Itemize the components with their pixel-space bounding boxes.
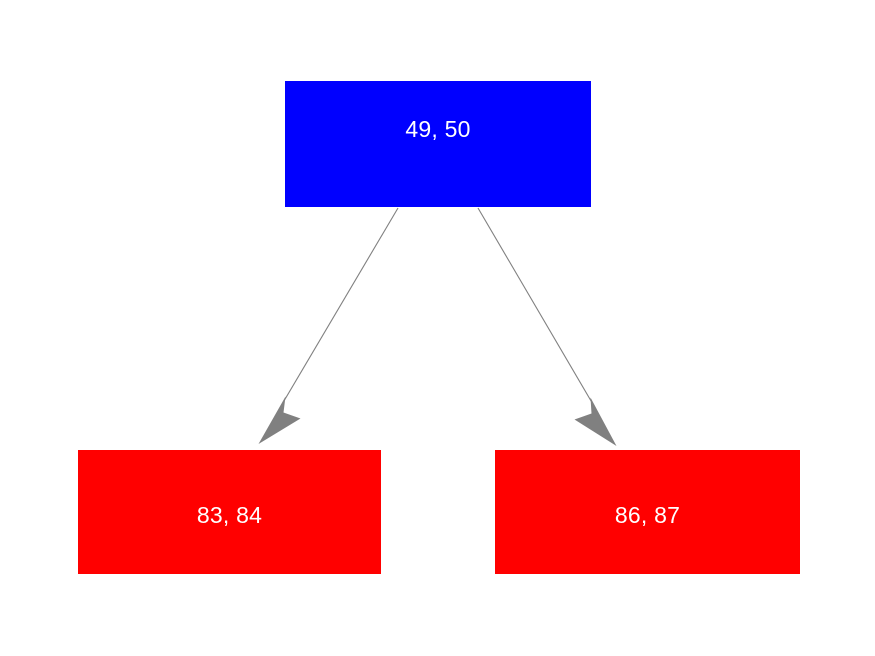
edge-root-to-right xyxy=(477,207,617,446)
edge-root-to-left xyxy=(258,207,399,444)
node-right-child-label: 86, 87 xyxy=(614,502,681,528)
arrowhead-root-to-left xyxy=(258,396,301,444)
edge-line-root-to-right xyxy=(477,207,595,407)
node-left-child-label: 83, 84 xyxy=(196,502,263,528)
arrowhead-root-to-right xyxy=(574,397,617,446)
edge-line-root-to-left xyxy=(280,207,399,407)
node-root[interactable]: 49, 50 xyxy=(285,81,591,207)
node-right-child[interactable]: 86, 87 xyxy=(495,450,800,574)
node-root-label: 49, 50 xyxy=(405,116,471,142)
node-left-child[interactable]: 83, 84 xyxy=(78,450,381,574)
